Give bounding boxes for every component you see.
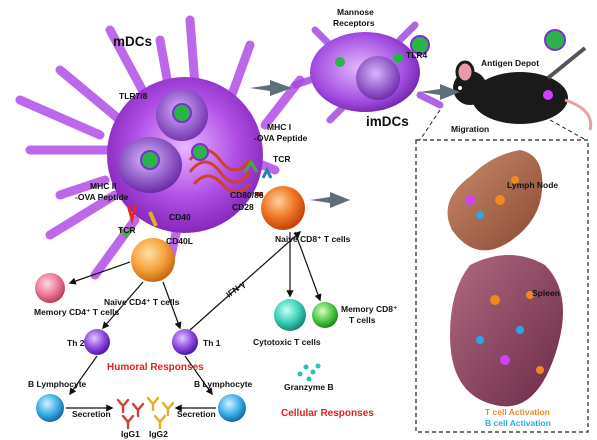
pathway-arrows — [66, 231, 322, 412]
mdcs-label: mDCs — [113, 34, 152, 49]
mhc1-label: MHC I — [267, 122, 291, 132]
naive-cd8-label: Naive CD8⁺ T cells — [275, 234, 351, 244]
mhc2-label: MHC II — [90, 181, 116, 191]
igg2-label: IgG2 — [149, 429, 168, 439]
mature-dendritic-cell — [15, 15, 566, 280]
granzyme-label: Granzyme B — [284, 382, 334, 392]
t-cell-activation-label: T cell Activation — [485, 407, 550, 417]
b-lymphocyte-right-label: B Lymphocyte — [194, 379, 253, 389]
antigen-depot-label: Antigen Depot — [481, 58, 539, 68]
th2-cell — [84, 329, 110, 355]
cd40-label: CD40 — [169, 212, 191, 222]
mouse-antigen-depot — [453, 46, 593, 131]
b-cell-activation-label: B cell Activation — [485, 418, 551, 428]
memory-cd4-t-cell — [35, 273, 65, 303]
cd40l-label: CD40L — [166, 236, 193, 246]
organ-panel — [415, 139, 589, 433]
cytotoxic-t-cell — [274, 299, 306, 331]
syringe-icon — [546, 46, 587, 80]
lymph-node — [447, 150, 543, 251]
naive-cd4-t-cell — [131, 238, 175, 282]
cells — [35, 186, 338, 422]
tcr1-label: TCR — [273, 154, 290, 164]
immature-dendritic-cell — [291, 21, 444, 124]
secretion-right-label: Secretion — [177, 409, 216, 419]
memory-cd8-label-line2: T cells — [349, 315, 376, 325]
b-lymphocyte-left — [36, 394, 64, 422]
granzyme-icon — [297, 363, 321, 382]
memory-cd8-t-cell — [312, 302, 338, 328]
mannose-label: Mannose — [337, 7, 374, 17]
humoral-responses-label: Humoral Responses — [107, 362, 204, 373]
memory-cd4-label: Memory CD4⁺ T cells — [34, 307, 120, 317]
th2-label: Th 2 — [67, 338, 85, 348]
tlr4-label: TLR4 — [406, 50, 428, 60]
naive-cd8-t-cell — [261, 186, 305, 230]
cd28-label: CD28 — [232, 202, 254, 212]
migration-label: Migration — [451, 124, 489, 134]
igg1-label: IgG1 — [121, 429, 140, 439]
th1-label: Th 1 — [203, 338, 221, 348]
receptors-label: Receptors — [333, 18, 375, 28]
imdcs-label: imDCs — [366, 114, 409, 129]
spleen — [450, 255, 563, 407]
secretion-left-label: Secretion — [72, 409, 111, 419]
lymph-node-label: Lymph Node — [507, 180, 558, 190]
spleen-label: Spleen — [532, 288, 560, 298]
memory-cd8-label-line1: Memory CD8⁺ — [341, 304, 397, 314]
b-lymphocyte-left-label: B Lymphocyte — [28, 379, 87, 389]
tlr78-label: TLR7/8 — [119, 91, 148, 101]
th1-cell — [172, 329, 198, 355]
receptor-icons — [118, 159, 273, 239]
nanoparticle-icons — [140, 29, 566, 170]
b-lymphocyte-right — [218, 394, 246, 422]
flow-arrows — [250, 80, 460, 208]
cd8086-label: CD80/86 — [230, 190, 264, 200]
antibody-icons — [116, 396, 175, 430]
cytotoxic-label: Cytotoxic T cells — [253, 337, 321, 347]
cellular-responses-label: Cellular Responses — [281, 408, 374, 419]
ova2-label: -OVA Peptide — [75, 192, 129, 202]
tcr2-label: TCR — [118, 225, 135, 235]
ova1-label: -OVA Peptide — [254, 133, 308, 143]
naive-cd4-label: Naive CD4⁺ T cells — [104, 297, 180, 307]
